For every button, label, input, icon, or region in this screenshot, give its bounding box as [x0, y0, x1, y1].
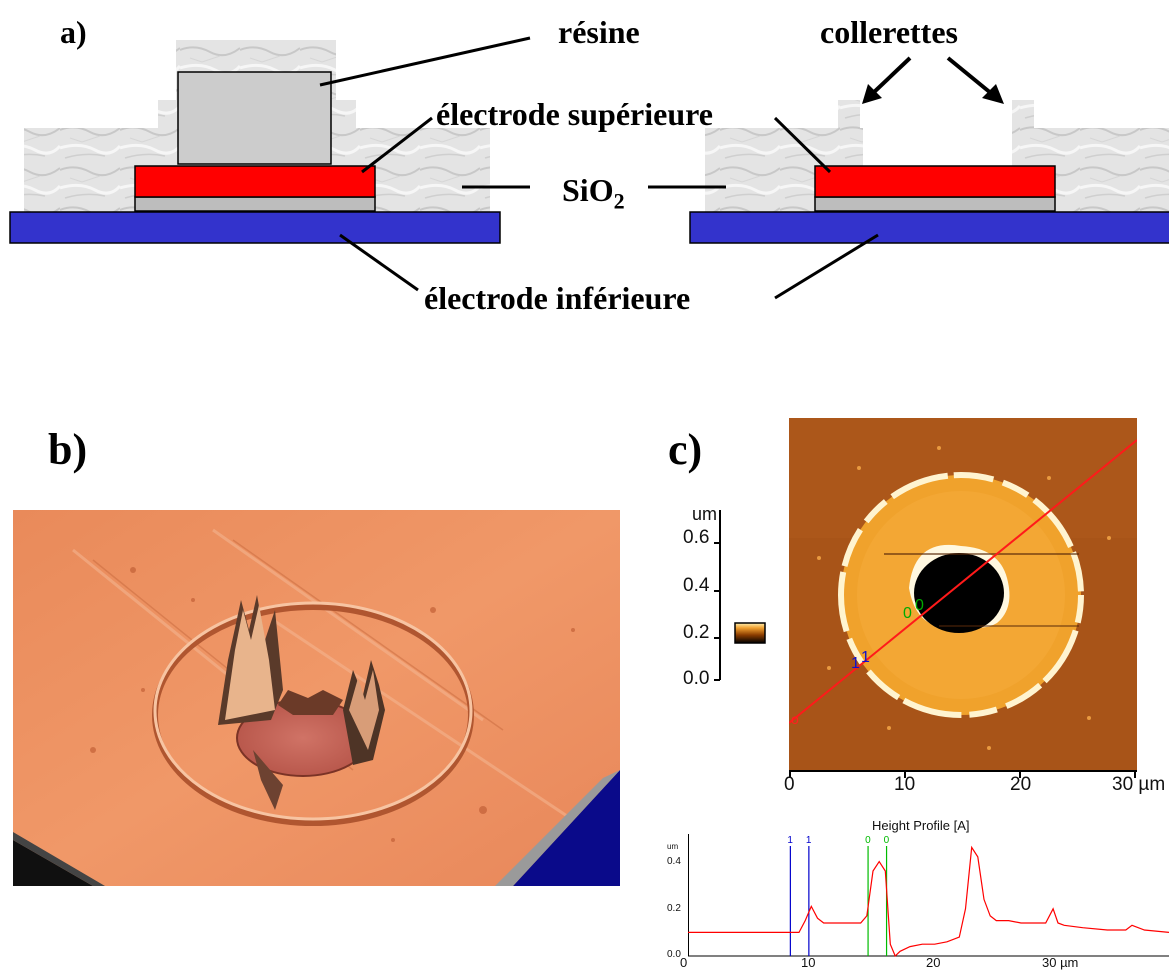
label-sio2-main: SiO	[562, 172, 614, 208]
profile-xtick-10: 10	[801, 955, 816, 970]
profile-marker-label-1: 1	[806, 835, 812, 846]
topview-xtick-10: 10	[894, 774, 916, 795]
profile-ytick-0.2: 0.2	[667, 903, 681, 914]
profile-xtick-0: 0	[680, 955, 688, 970]
afm-cursor-markers: 1 1 0 0 o	[791, 597, 924, 727]
scale-tick-0.6: 0.6	[683, 527, 710, 548]
profile-xtick-30: 30 µm	[1042, 955, 1079, 970]
label-electrode-inferieure: électrode inférieure	[424, 280, 691, 316]
profile-series-line	[688, 845, 1169, 958]
svg-text:1: 1	[851, 655, 860, 672]
profile-xtick-20: 20	[926, 955, 941, 970]
leader-electrode-sup-right	[773, 116, 832, 174]
label-resine: résine	[558, 14, 640, 50]
panel-a-diagram	[9, 36, 1169, 300]
profile-ytick-0.4: 0.4	[667, 856, 681, 867]
topview-xtick-20: 20	[1010, 774, 1032, 795]
profile-ytick-0.0: 0.0	[667, 949, 681, 960]
height-scale-axis	[714, 510, 721, 681]
afm-3d-spikes	[218, 595, 385, 810]
scale-tick-0.4: 0.4	[683, 575, 710, 596]
profile-marker-label-3: 0	[884, 835, 890, 846]
svg-text:o: o	[791, 711, 799, 727]
right-top-electrode	[814, 165, 1056, 198]
panel-c-label: c)	[668, 425, 703, 474]
left-grey-layer	[134, 196, 376, 212]
profile-marker-label-0: 1	[787, 835, 793, 846]
leader-resine	[319, 36, 531, 87]
afm-topview-xaxis	[789, 770, 1137, 778]
svg-text:0: 0	[903, 605, 912, 622]
leader-electrode-inf-right	[774, 233, 879, 300]
leader-electrode-inf-left	[339, 233, 419, 292]
height-profile-chart: 1 1 0 0	[688, 834, 1169, 958]
left-resist	[177, 71, 332, 165]
panel-a-label: a)	[60, 14, 87, 50]
right-bottom-electrode	[689, 211, 1169, 244]
scale-tick-0.2: 0.2	[683, 622, 710, 643]
left-bottom-electrode	[9, 211, 501, 244]
color-scale-swatch	[734, 622, 766, 644]
label-sio2: SiO2	[562, 172, 625, 214]
arrow-collerettes-right	[946, 56, 1004, 104]
topview-xtick-30: 30 µm	[1112, 774, 1166, 795]
profile-title: Height Profile [A]	[872, 818, 970, 833]
label-collerettes: collerettes	[820, 14, 958, 50]
afm-profile-line	[789, 439, 1137, 724]
svg-text:1: 1	[861, 649, 870, 666]
panel-b-label: b)	[48, 425, 88, 474]
label-sio2-sub: 2	[613, 188, 625, 214]
profile-y-unit: um	[667, 842, 679, 851]
left-top-electrode	[134, 165, 376, 198]
afm-topview-hole	[914, 553, 1004, 633]
right-grey-layer	[814, 196, 1056, 212]
afm-topview-image: 1 1 0 0 o	[789, 418, 1137, 770]
arrow-collerettes-left	[862, 56, 912, 104]
leader-electrode-sup-left	[361, 116, 433, 174]
scale-unit: um	[692, 504, 718, 524]
topview-xtick-0: 0	[784, 774, 795, 795]
profile-marker-label-2: 0	[865, 835, 871, 846]
label-electrode-superieure: électrode supérieure	[436, 96, 713, 132]
svg-text:0: 0	[915, 597, 924, 614]
afm-3d-image	[13, 510, 620, 886]
scale-tick-0.0: 0.0	[683, 668, 710, 689]
